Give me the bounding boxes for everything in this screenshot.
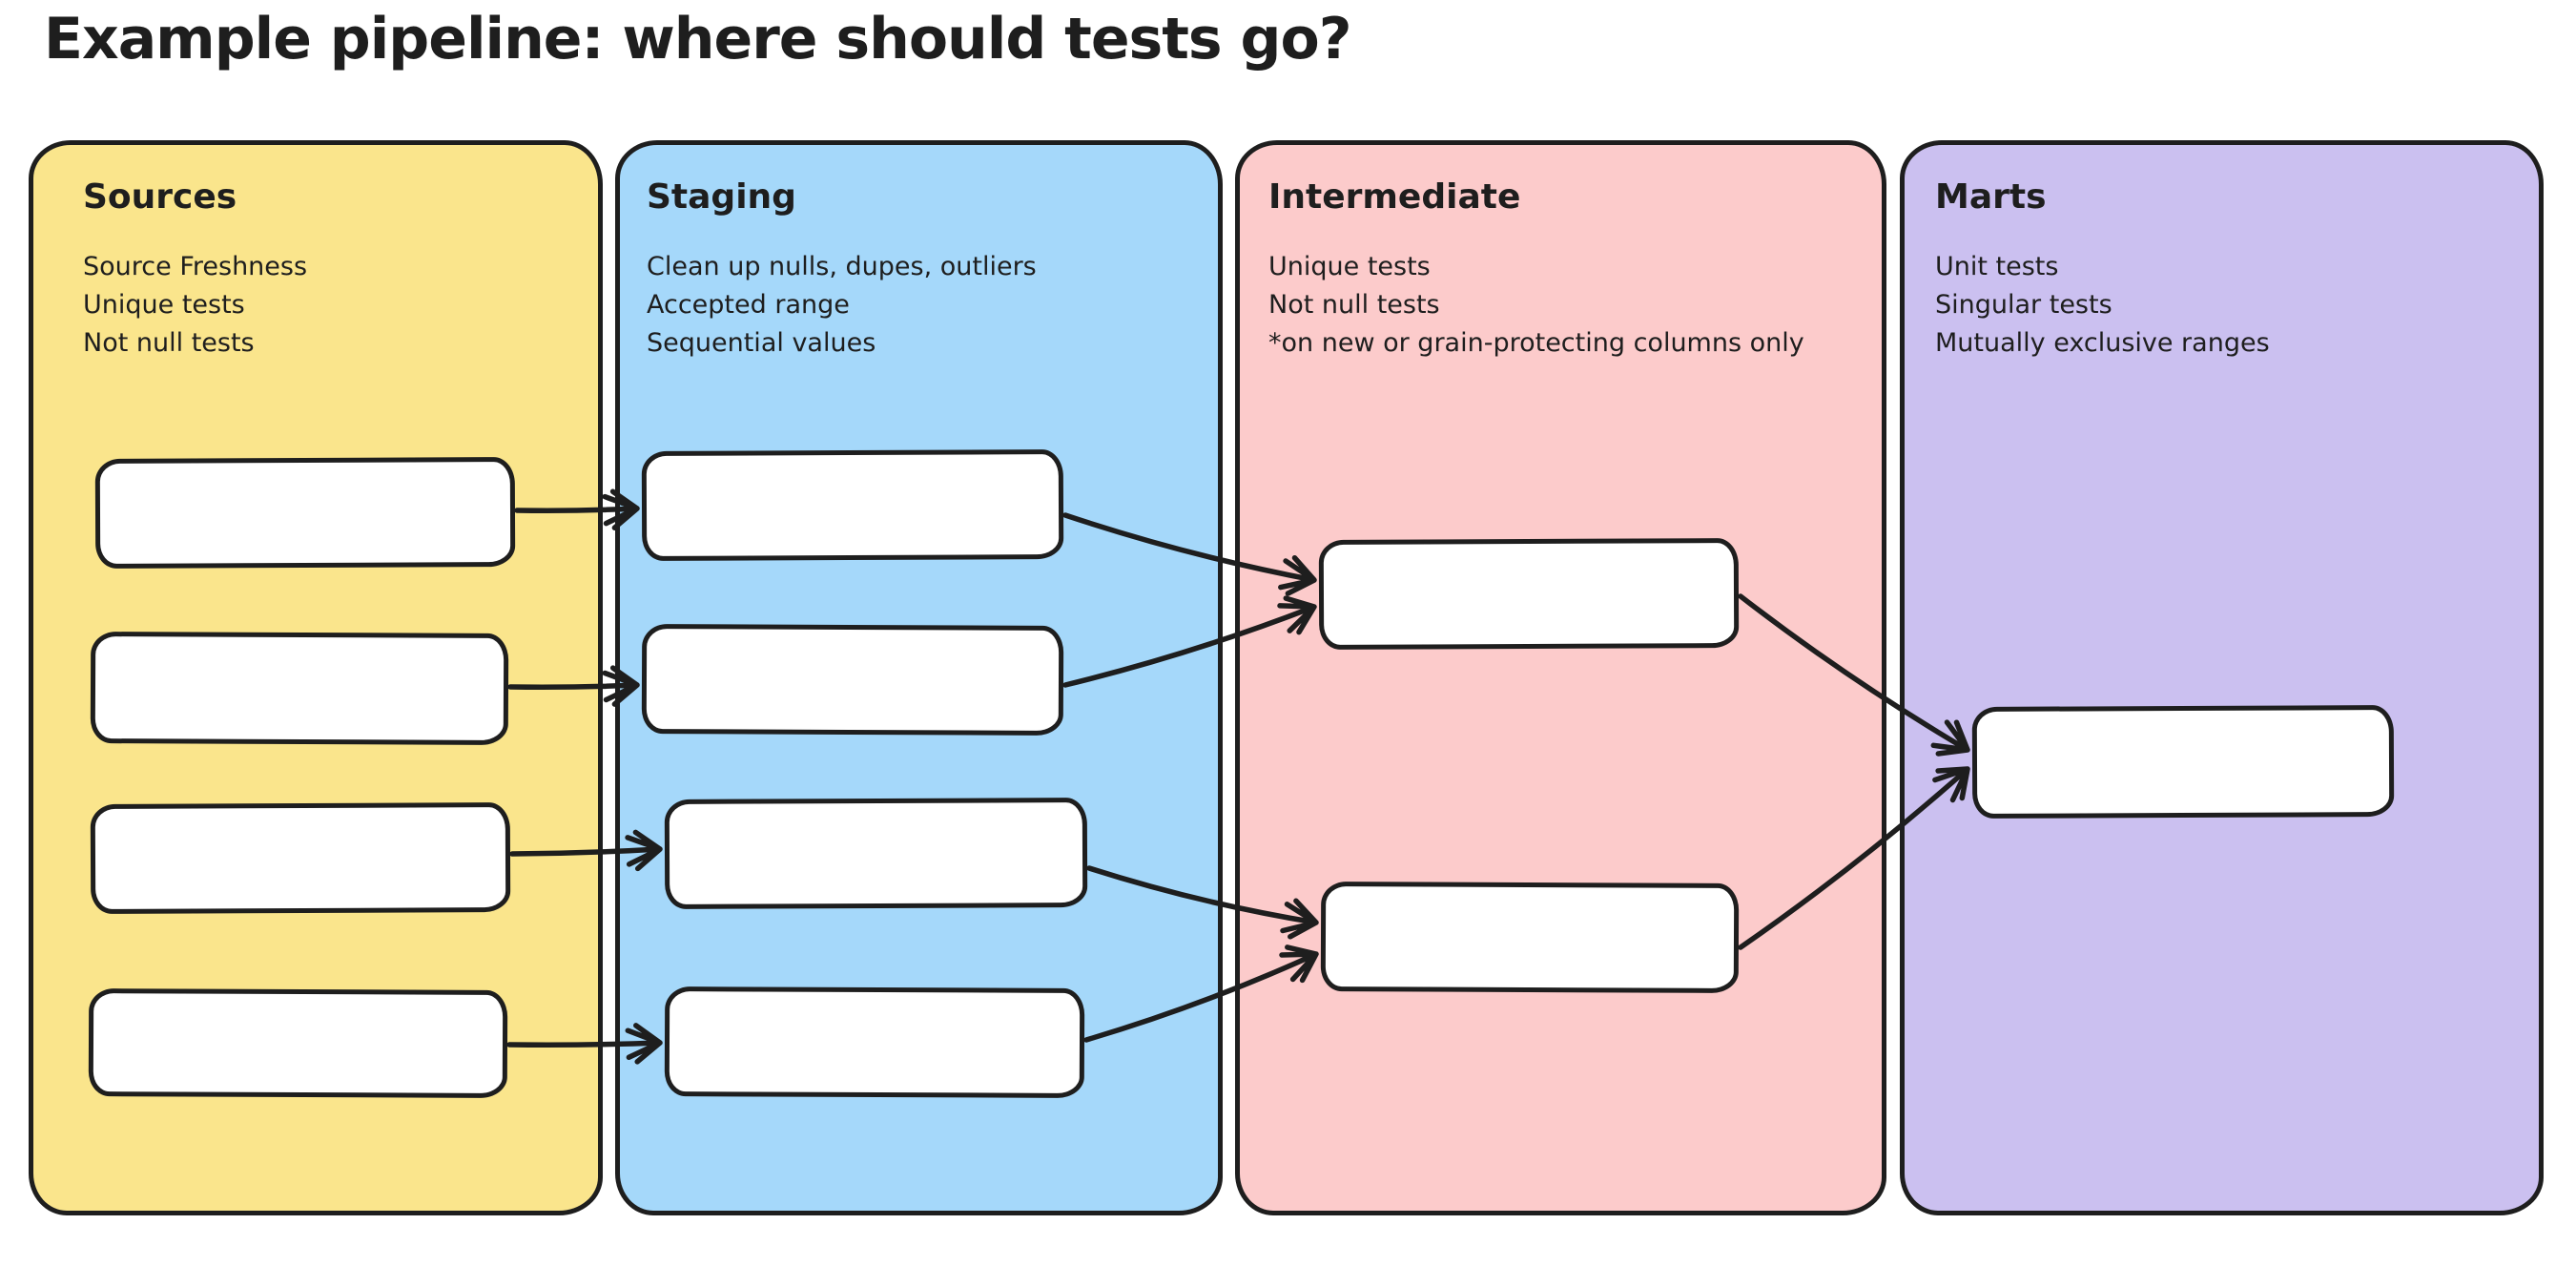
- note-line: Unit tests: [1935, 252, 2059, 281]
- pipeline-node-intermediate-1: [1318, 538, 1740, 650]
- panel-intermediate-notes: Unique tests Not null tests *on new or g…: [1268, 248, 1804, 363]
- note-line: Unique tests: [83, 290, 245, 320]
- note-line: Not null tests: [83, 328, 255, 358]
- panel-intermediate-title: Intermediate: [1268, 177, 1521, 217]
- pipeline-node-marts-1: [1971, 705, 2395, 819]
- note-line: Unique tests: [1268, 252, 1431, 281]
- pipeline-node-source-1: [94, 457, 516, 569]
- panel-staging-notes: Clean up nulls, dupes, outliers Accepted…: [647, 248, 1037, 363]
- pipeline-node-staging-1: [641, 449, 1064, 561]
- diagram-title: Example pipeline: where should tests go?: [44, 6, 1351, 73]
- pipeline-node-source-3: [90, 802, 511, 914]
- pipeline-node-source-4: [88, 988, 508, 1098]
- panel-staging-title: Staging: [647, 177, 796, 217]
- panel-marts-title: Marts: [1935, 177, 2047, 217]
- note-line: Accepted range: [647, 290, 850, 320]
- panel-intermediate: Intermediate Unique tests Not null tests…: [1235, 140, 1886, 1215]
- pipeline-node-source-2: [90, 632, 509, 745]
- note-line: Not null tests: [1268, 290, 1440, 320]
- pipeline-node-staging-4: [664, 986, 1085, 1098]
- note-line: Singular tests: [1935, 290, 2112, 320]
- note-line: Mutually exclusive ranges: [1935, 328, 2270, 358]
- panel-marts-notes: Unit tests Singular tests Mutually exclu…: [1935, 248, 2270, 363]
- panel-sources-title: Sources: [83, 177, 237, 217]
- pipeline-node-staging-2: [641, 624, 1064, 736]
- note-line: Clean up nulls, dupes, outliers: [647, 252, 1037, 281]
- pipeline-node-staging-3: [664, 798, 1088, 909]
- panel-sources-notes: Source Freshness Unique tests Not null t…: [83, 248, 307, 363]
- pipeline-node-intermediate-2: [1320, 882, 1740, 993]
- panel-marts: Marts Unit tests Singular tests Mutually…: [1900, 140, 2544, 1215]
- note-line: Source Freshness: [83, 252, 308, 281]
- note-line: *on new or grain-protecting columns only: [1268, 328, 1804, 358]
- note-line: Sequential values: [647, 328, 876, 358]
